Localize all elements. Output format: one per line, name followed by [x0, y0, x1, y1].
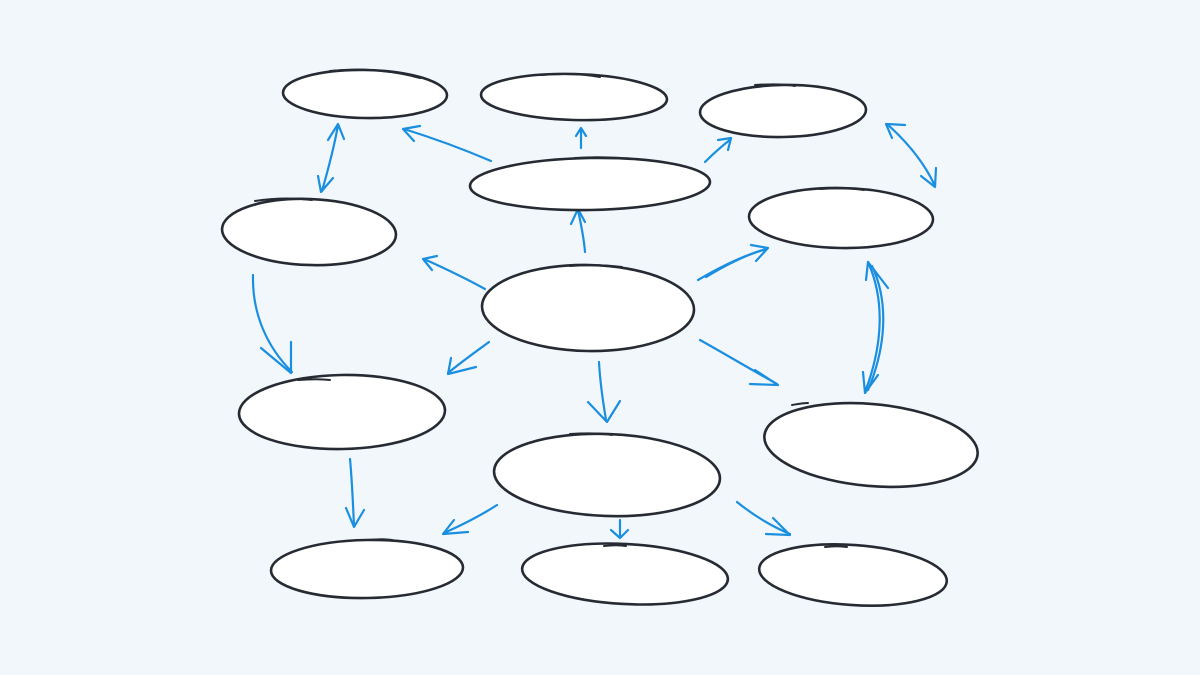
edge-center-to-bottom-hub: [586, 360, 622, 424]
edge-center-to-top-mid: [569, 207, 587, 254]
edge-mid-left-to-left-lower: [251, 273, 294, 375]
edge-top-mid-to-top-right: [703, 136, 733, 164]
node-left-lower[interactable]: [237, 373, 447, 451]
node-mid-left[interactable]: [220, 196, 398, 268]
edge-top-mid-to-top-left: [401, 124, 493, 163]
edge-center-to-right-upper: [696, 243, 770, 282]
edges: [251, 122, 938, 540]
node-top-left[interactable]: [281, 68, 449, 120]
node-bottom-hub[interactable]: [492, 430, 722, 520]
edge-bottom-hub-to-bottom-right: [735, 500, 792, 537]
node-right-lower[interactable]: [761, 395, 981, 495]
edge-center-to-right-lower: [698, 338, 780, 387]
node-bottom-left[interactable]: [269, 538, 465, 600]
edge-center-to-left-lower: [446, 340, 491, 376]
edge-bottom-hub-to-bottom-left: [441, 503, 499, 536]
node-top-mid[interactable]: [468, 156, 712, 212]
node-top-center[interactable]: [479, 72, 669, 123]
edge-center-to-mid-left: [421, 254, 487, 291]
node-center[interactable]: [480, 263, 696, 353]
edge-right-upper-right-lower-bidirectional: [861, 260, 890, 395]
node-bottom-mid[interactable]: [520, 539, 730, 610]
node-bottom-right[interactable]: [757, 539, 949, 612]
node-right-upper[interactable]: [747, 186, 935, 250]
node-top-right[interactable]: [698, 83, 868, 139]
nodes: [220, 68, 981, 612]
edge-bottom-hub-to-bottom-mid: [609, 518, 630, 540]
edge-top-mid-to-top-center: [574, 126, 588, 150]
edge-top-right-right-upper-bidirectional: [884, 122, 938, 189]
edge-left-lower-to-bottom-left: [344, 457, 366, 529]
edge-top-left-mid-left-bidirectional: [316, 122, 346, 194]
